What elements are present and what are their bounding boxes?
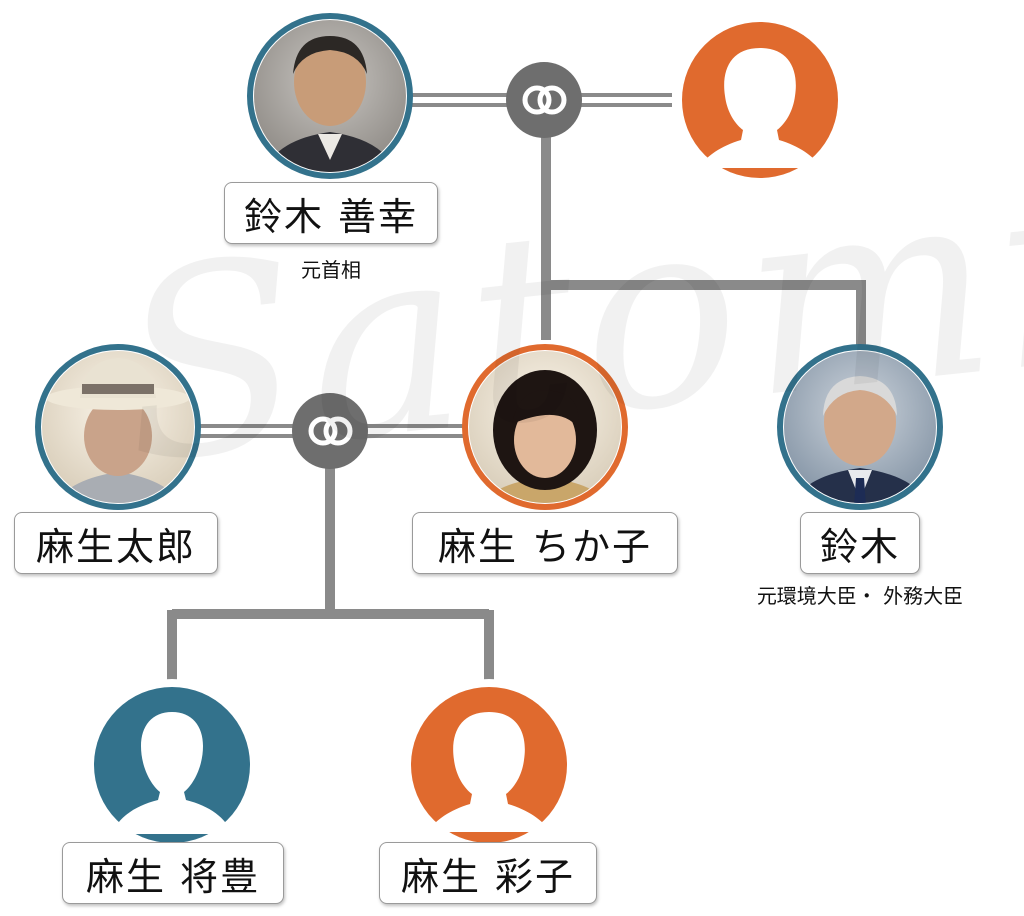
name-label-aso-daughter: 麻生 彩子 [379, 842, 597, 904]
marriage-icon-top [506, 62, 582, 138]
descent-line-top [541, 135, 866, 350]
name-label-aso-chikako: 麻生 ちか子 [412, 512, 678, 574]
portrait-aso-chikako [462, 344, 628, 510]
caption-suzuki: 元環境大臣・ 外務大臣 [756, 584, 964, 608]
name-label-aso-taro: 麻生太郎 [14, 512, 218, 574]
portrait-placeholder-male-bottom [86, 679, 258, 851]
portrait-suzuki [777, 344, 943, 510]
portrait-aso-taro [35, 344, 201, 510]
portrait-suzuki-zenko [247, 13, 413, 179]
name-label-aso-son: 麻生 将豊 [62, 842, 284, 904]
portrait-placeholder-female-bottom [403, 679, 575, 851]
descent-line-bottom [167, 467, 494, 682]
marriage-icon-middle [292, 393, 368, 469]
connector-lines [167, 93, 866, 682]
portrait-placeholder-female-top [674, 14, 846, 186]
caption-suzuki-zenko: 元首相 [301, 258, 361, 282]
name-label-suzuki: 鈴木 [800, 512, 920, 574]
name-label-suzuki-zenko: 鈴木 善幸 [224, 182, 438, 244]
